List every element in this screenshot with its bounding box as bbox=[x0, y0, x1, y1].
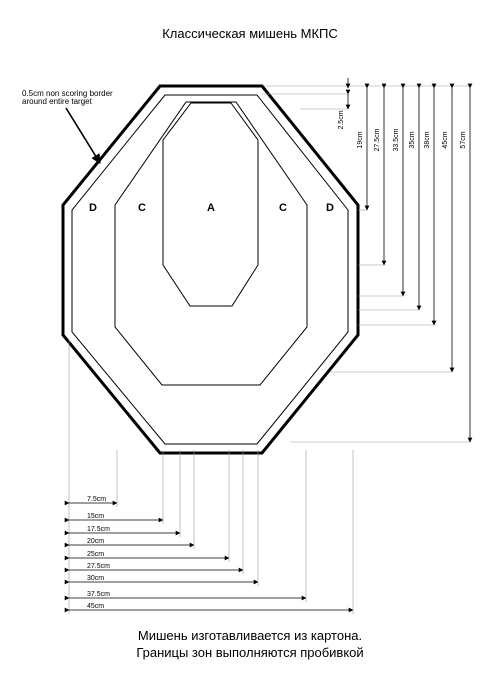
zone-label-c-left: C bbox=[138, 202, 146, 214]
target-outer-border bbox=[61, 84, 360, 455]
page-title: Классическая мишень МКПС bbox=[162, 26, 338, 41]
border-note-line-1: 0.5cm non scoring border bbox=[22, 89, 113, 98]
dim-label-25cm: 25cm bbox=[87, 551, 104, 558]
vertical-dimensions: 2.5cm 19cm 27.5cm 33.5cm 35cm 38cm 45cm 57cm bbox=[262, 78, 473, 443]
dim-label-30cm: 30cm bbox=[87, 575, 104, 582]
dim-label-17.5cm: 17.5cm bbox=[87, 526, 110, 533]
caption: Мишень изготавливается из картона. Грани… bbox=[0, 627, 500, 661]
caption-line-1: Мишень изготавливается из картона. bbox=[137, 628, 363, 643]
horizontal-dimensions: 7.5cm 15cm 17.5cm 20cm 25cm 27.5cm 30cm 37.5cm 4… bbox=[64, 340, 354, 614]
caption-line-2: Границы зон выполняются пробивкой bbox=[136, 645, 364, 660]
zone-label-c-right: C bbox=[279, 202, 287, 214]
dim-label-45cm: 45cm bbox=[87, 603, 104, 610]
dim-label-45cm: 45cm bbox=[442, 131, 449, 148]
dim-label-35cm: 35cm bbox=[409, 131, 416, 148]
dim-label-19cm: 19cm bbox=[357, 131, 364, 148]
zone-label-d-right: D bbox=[326, 202, 334, 214]
scoring-zone-a-outline bbox=[162, 102, 259, 307]
dim-label-27.5cm: 27.5cm bbox=[87, 563, 110, 570]
border-note-line-2: around entire target bbox=[22, 97, 93, 106]
scoring-zone-c-outline bbox=[114, 101, 308, 386]
dim-label-20cm: 20cm bbox=[87, 538, 104, 545]
zone-label-a: A bbox=[207, 202, 215, 214]
dim-label-2.5cm: 2.5cm bbox=[338, 110, 345, 129]
dim-label-38cm: 38cm bbox=[424, 131, 431, 148]
scoring-zone-d-outline bbox=[71, 94, 349, 445]
dim-label-27.5cm: 27.5cm bbox=[374, 128, 381, 151]
dim-label-37.5cm: 37.5cm bbox=[87, 591, 110, 598]
dim-label-57cm: 57cm bbox=[460, 131, 467, 148]
dim-label-7.5cm: 7.5cm bbox=[87, 496, 106, 503]
dim-label-33.5cm: 33.5cm bbox=[393, 128, 400, 151]
dim-label-15cm: 15cm bbox=[87, 513, 104, 520]
border-note-arrow bbox=[65, 107, 101, 164]
zone-label-d-left: D bbox=[89, 202, 97, 214]
